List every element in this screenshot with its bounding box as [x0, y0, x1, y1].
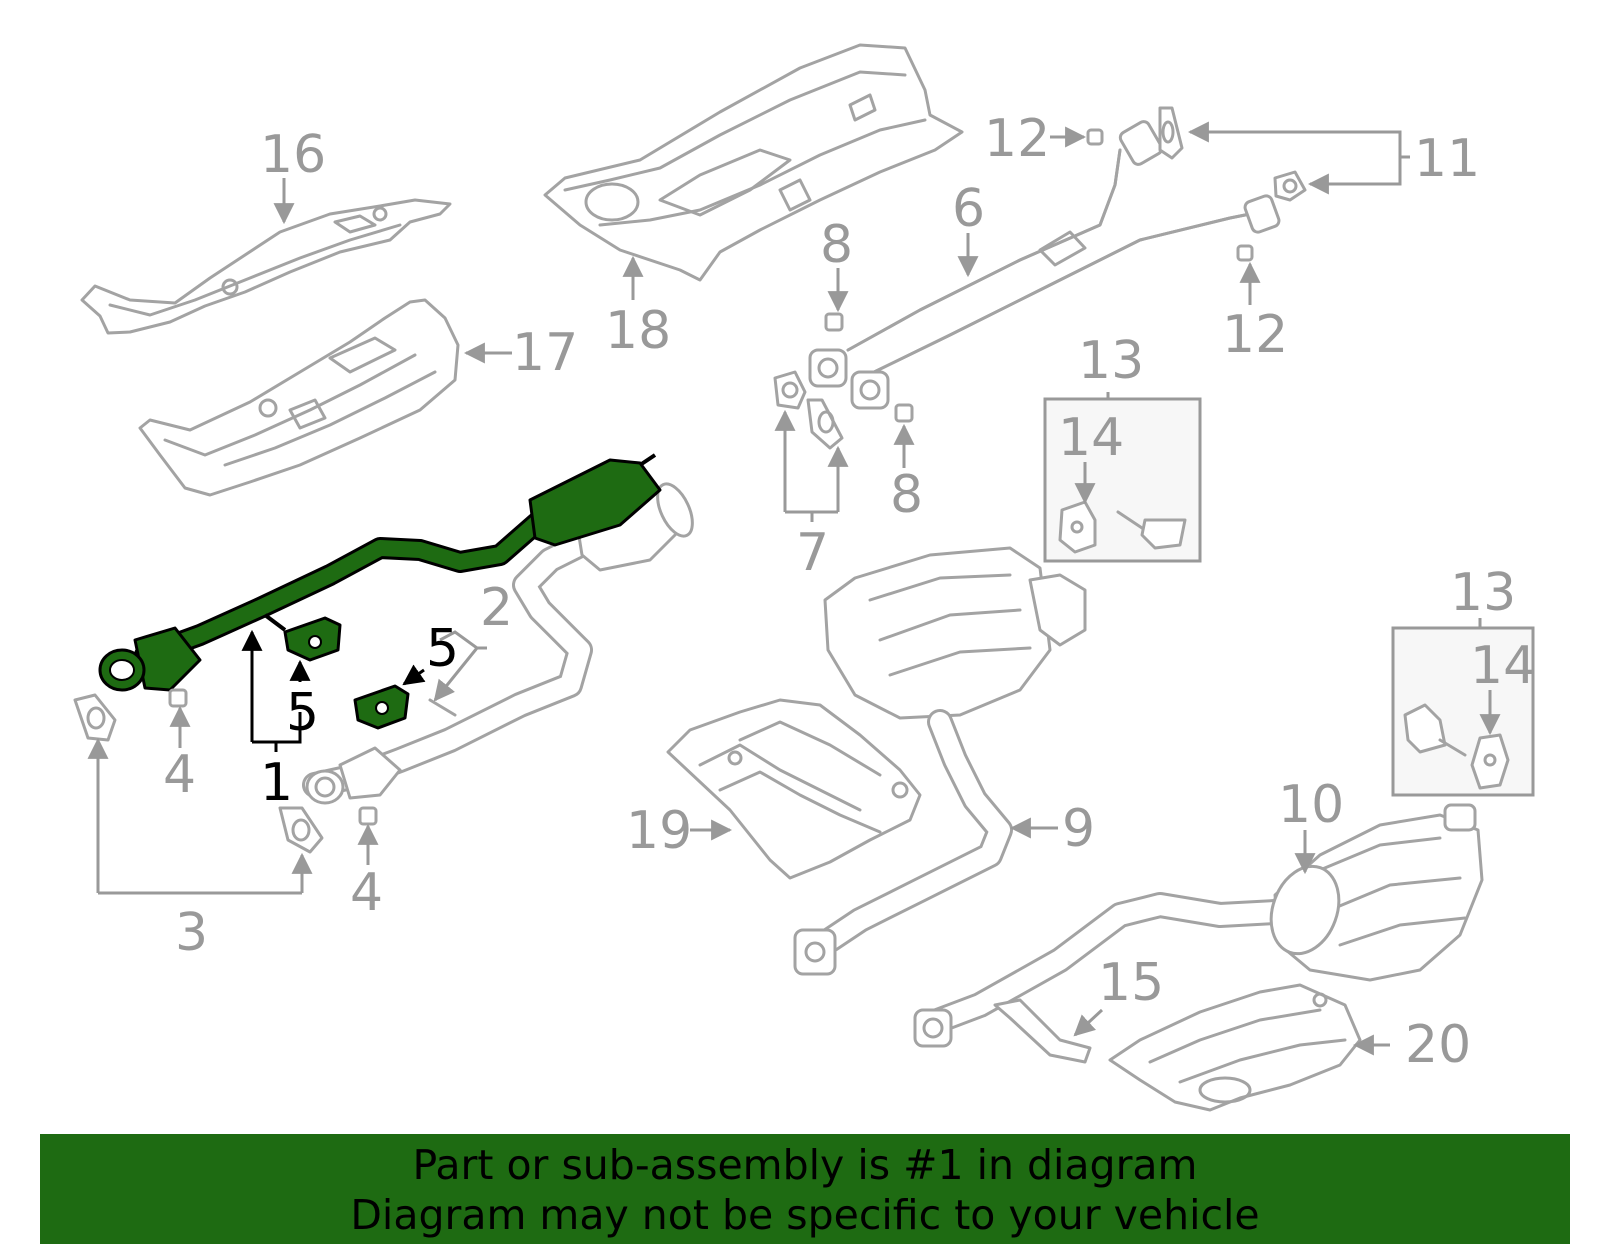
callout-4-left: 4 [163, 745, 196, 805]
callout-4-right: 4 [350, 863, 383, 923]
callout-10: 10 [1278, 775, 1344, 835]
info-banner: Part or sub-assembly is #1 in diagram Di… [40, 1134, 1570, 1244]
callout-8-bottom: 8 [890, 465, 923, 525]
callout-12-bottom: 12 [1222, 305, 1288, 365]
callout-18: 18 [605, 301, 671, 361]
hanger-kit-13-lower[interactable] [1391, 626, 1535, 797]
muffler-9[interactable] [793, 546, 1087, 976]
hanger-kit-13-upper[interactable] [1043, 397, 1202, 563]
callout-1: 1 [260, 753, 293, 813]
heat-shield-20[interactable] [1108, 983, 1362, 1112]
callout-16: 16 [260, 125, 326, 185]
callout-14-upper: 14 [1058, 408, 1124, 468]
callout-17: 17 [512, 323, 578, 383]
callout-3: 3 [175, 903, 208, 963]
callout-9: 9 [1062, 799, 1095, 859]
callout-13-upper: 13 [1078, 331, 1144, 391]
callout-19: 19 [626, 801, 692, 861]
callout-14-lower: 14 [1470, 636, 1536, 696]
gasket-3[interactable] [73, 693, 324, 854]
heat-shield-18[interactable] [543, 43, 964, 282]
exhaust-pipe-assembly-1[interactable] [98, 453, 662, 692]
callout-13-lower: 13 [1450, 563, 1516, 623]
banner-line-2: Diagram may not be specific to your vehi… [350, 1191, 1260, 1239]
nut-8[interactable] [824, 312, 914, 423]
rear-muffler-10[interactable] [913, 803, 1484, 1048]
gasket-7[interactable] [773, 370, 844, 450]
callout-5-right: 5 [426, 619, 459, 679]
hanger-5[interactable] [283, 616, 410, 730]
intermediate-pipe-2[interactable] [302, 479, 700, 805]
callout-12-top: 12 [984, 109, 1050, 169]
callout-6: 6 [952, 179, 985, 239]
gasket-11[interactable] [1158, 106, 1307, 202]
callout-20: 20 [1405, 1015, 1471, 1075]
nut-12[interactable] [1086, 128, 1254, 262]
callout-leaders [87, 121, 1501, 1056]
callout-labels: 16 17 18 12 11 6 8 12 13 14 8 7 2 5 5 1 … [163, 109, 1536, 1075]
heat-shield-17[interactable] [138, 298, 460, 497]
callout-5-left: 5 [286, 683, 319, 743]
banner-line-1: Part or sub-assembly is #1 in diagram [412, 1141, 1198, 1189]
callout-8-top: 8 [820, 215, 853, 275]
callout-7: 7 [796, 523, 829, 583]
callout-15: 15 [1098, 953, 1164, 1013]
bracket-15[interactable] [993, 998, 1092, 1064]
heat-shield-16[interactable] [80, 198, 452, 335]
callout-2: 2 [480, 578, 513, 638]
heat-shield-19[interactable] [666, 698, 922, 880]
callout-11: 11 [1414, 129, 1480, 189]
front-pipe-6[interactable] [808, 119, 1281, 410]
